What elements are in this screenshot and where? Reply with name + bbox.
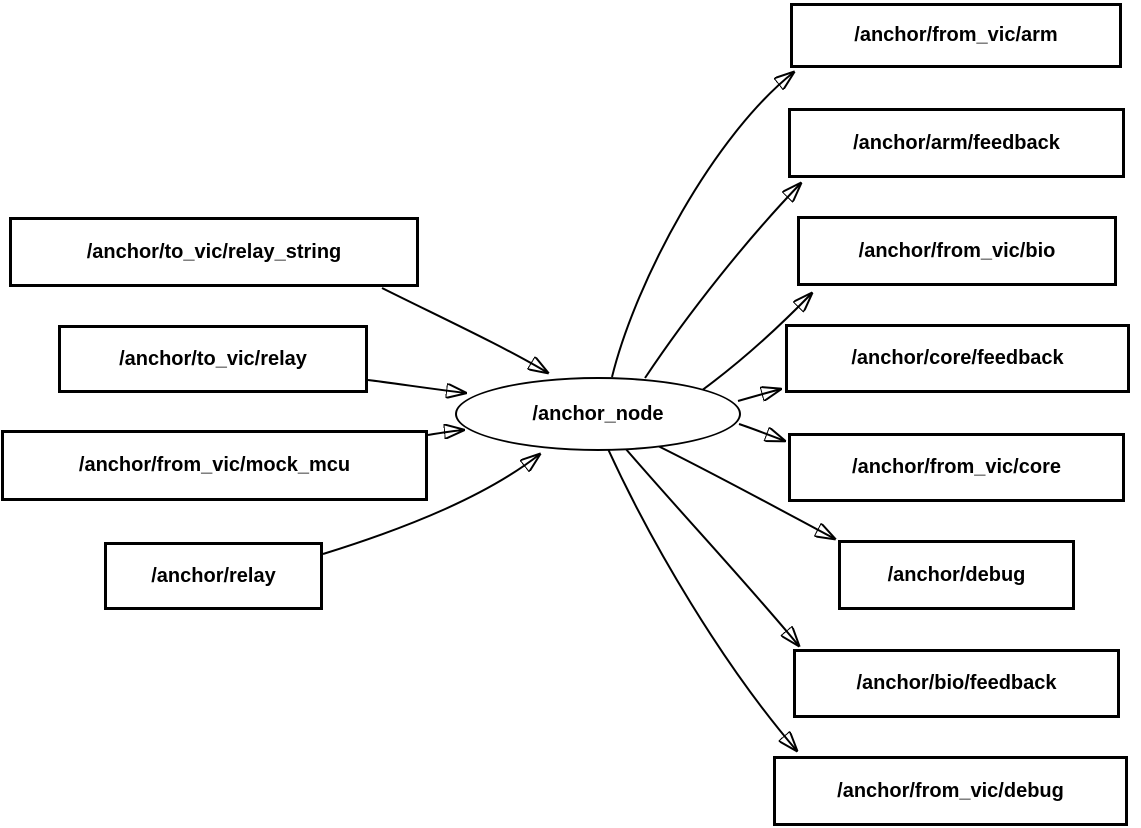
edge-from-vic-mock-mcu-to-anchor-node [427,430,464,435]
topic-box-from-vic-core: /anchor/from_vic/core [788,433,1125,502]
topic-box-from-vic-mock-mcu: /anchor/from_vic/mock_mcu [1,430,428,501]
topic-label: /anchor/debug [887,563,1026,586]
node-anchor-node: /anchor_node [455,377,741,451]
topic-label: /anchor/to_vic/relay_string [86,240,342,263]
topic-label: /anchor/relay [151,564,276,587]
topic-box-from-vic-bio: /anchor/from_vic/bio [797,216,1117,286]
topic-box-from-vic-debug: /anchor/from_vic/debug [773,756,1128,826]
topic-box-bio-feedback: /anchor/bio/feedback [793,649,1120,718]
topic-box-core-feedback: /anchor/core/feedback [785,324,1130,393]
topic-label: /anchor/core/feedback [851,347,1064,369]
edge-anchor-node-to-from-vic-arm [611,72,794,378]
topic-label: /anchor/from_vic/mock_mcu [78,454,351,476]
topic-box-to-vic-relay: /anchor/to_vic/relay [58,325,368,393]
topic-box-relay: /anchor/relay [104,542,323,610]
edge-to-vic-relay-string-to-anchor-node [381,287,548,373]
topic-box-from-vic-arm: /anchor/from_vic/arm [790,3,1122,68]
topic-label: /anchor/from_vic/bio [858,239,1056,262]
node-label: /anchor_node [532,402,664,425]
topic-box-debug: /anchor/debug [838,540,1075,610]
topic-box-arm-feedback: /anchor/arm/feedback [788,108,1125,178]
topic-label: /anchor/from_vic/arm [854,24,1058,46]
topic-label: /anchor/bio/feedback [856,672,1057,694]
edge-anchor-node-to-core-feedback [737,389,781,402]
edge-anchor-node-to-bio-feedback [624,447,799,646]
topic-box-to-vic-relay-string: /anchor/to_vic/relay_string [9,217,419,287]
topic-label: /anchor/to_vic/relay [119,347,307,370]
edge-to-vic-relay-to-anchor-node [367,379,466,393]
topic-label: /anchor/from_vic/core [852,456,1061,478]
edge-relay-to-anchor-node [322,454,540,555]
edge-anchor-node-to-from-vic-core [738,423,785,441]
edge-anchor-node-to-arm-feedback [644,183,801,379]
edge-anchor-node-to-debug [651,442,835,539]
topic-label: /anchor/arm/feedback [853,131,1060,154]
topic-label: /anchor/from_vic/debug [837,779,1064,802]
edge-anchor-node-to-from-vic-debug [607,448,797,751]
edge-anchor-node-to-from-vic-bio [700,293,812,392]
